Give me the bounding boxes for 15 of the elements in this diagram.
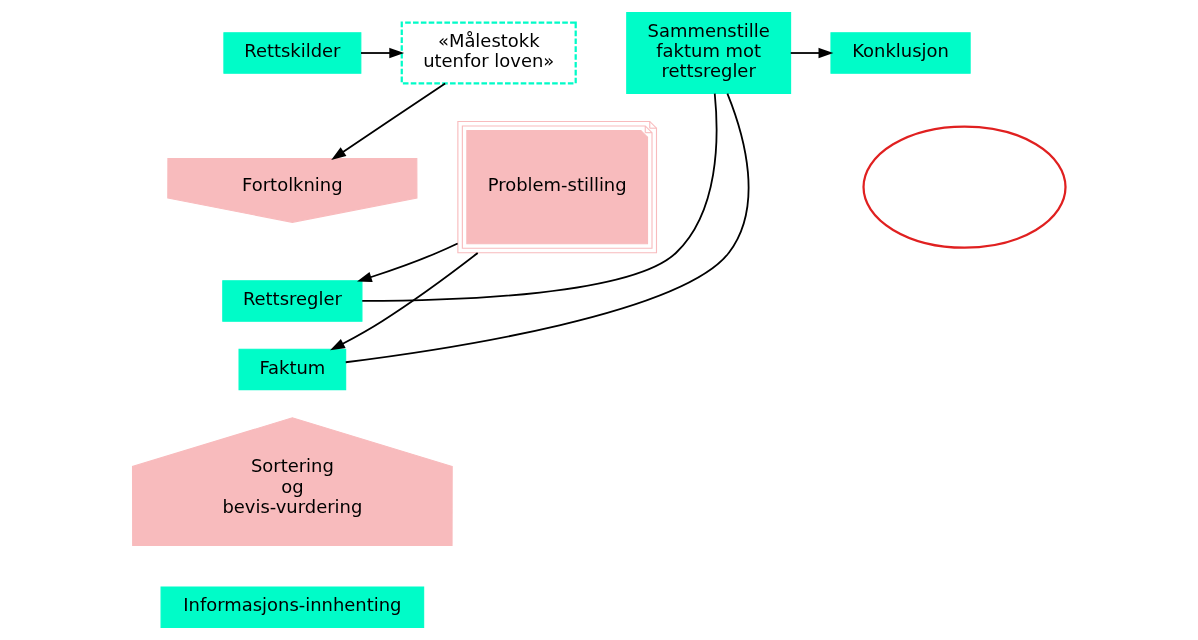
node-ellipse: [862, 125, 1067, 249]
node-box: Sammenstille faktum mot rettsregler: [626, 12, 792, 94]
arrow: [331, 82, 447, 160]
node-box: Faktum: [238, 348, 347, 391]
node-box: Rettsregler: [222, 280, 363, 322]
arrow: [357, 242, 459, 282]
node-box: Konklusjon: [830, 32, 971, 74]
node-box: Informasjons-innhenting: [160, 586, 425, 628]
node-box: «Målestokk utenfor loven»: [400, 21, 577, 85]
arrow: [789, 47, 834, 59]
arrow: [330, 252, 479, 351]
arrow: [360, 47, 405, 59]
connector: [344, 92, 750, 364]
node-box: Rettskilder: [223, 32, 362, 74]
connector: [361, 92, 718, 302]
